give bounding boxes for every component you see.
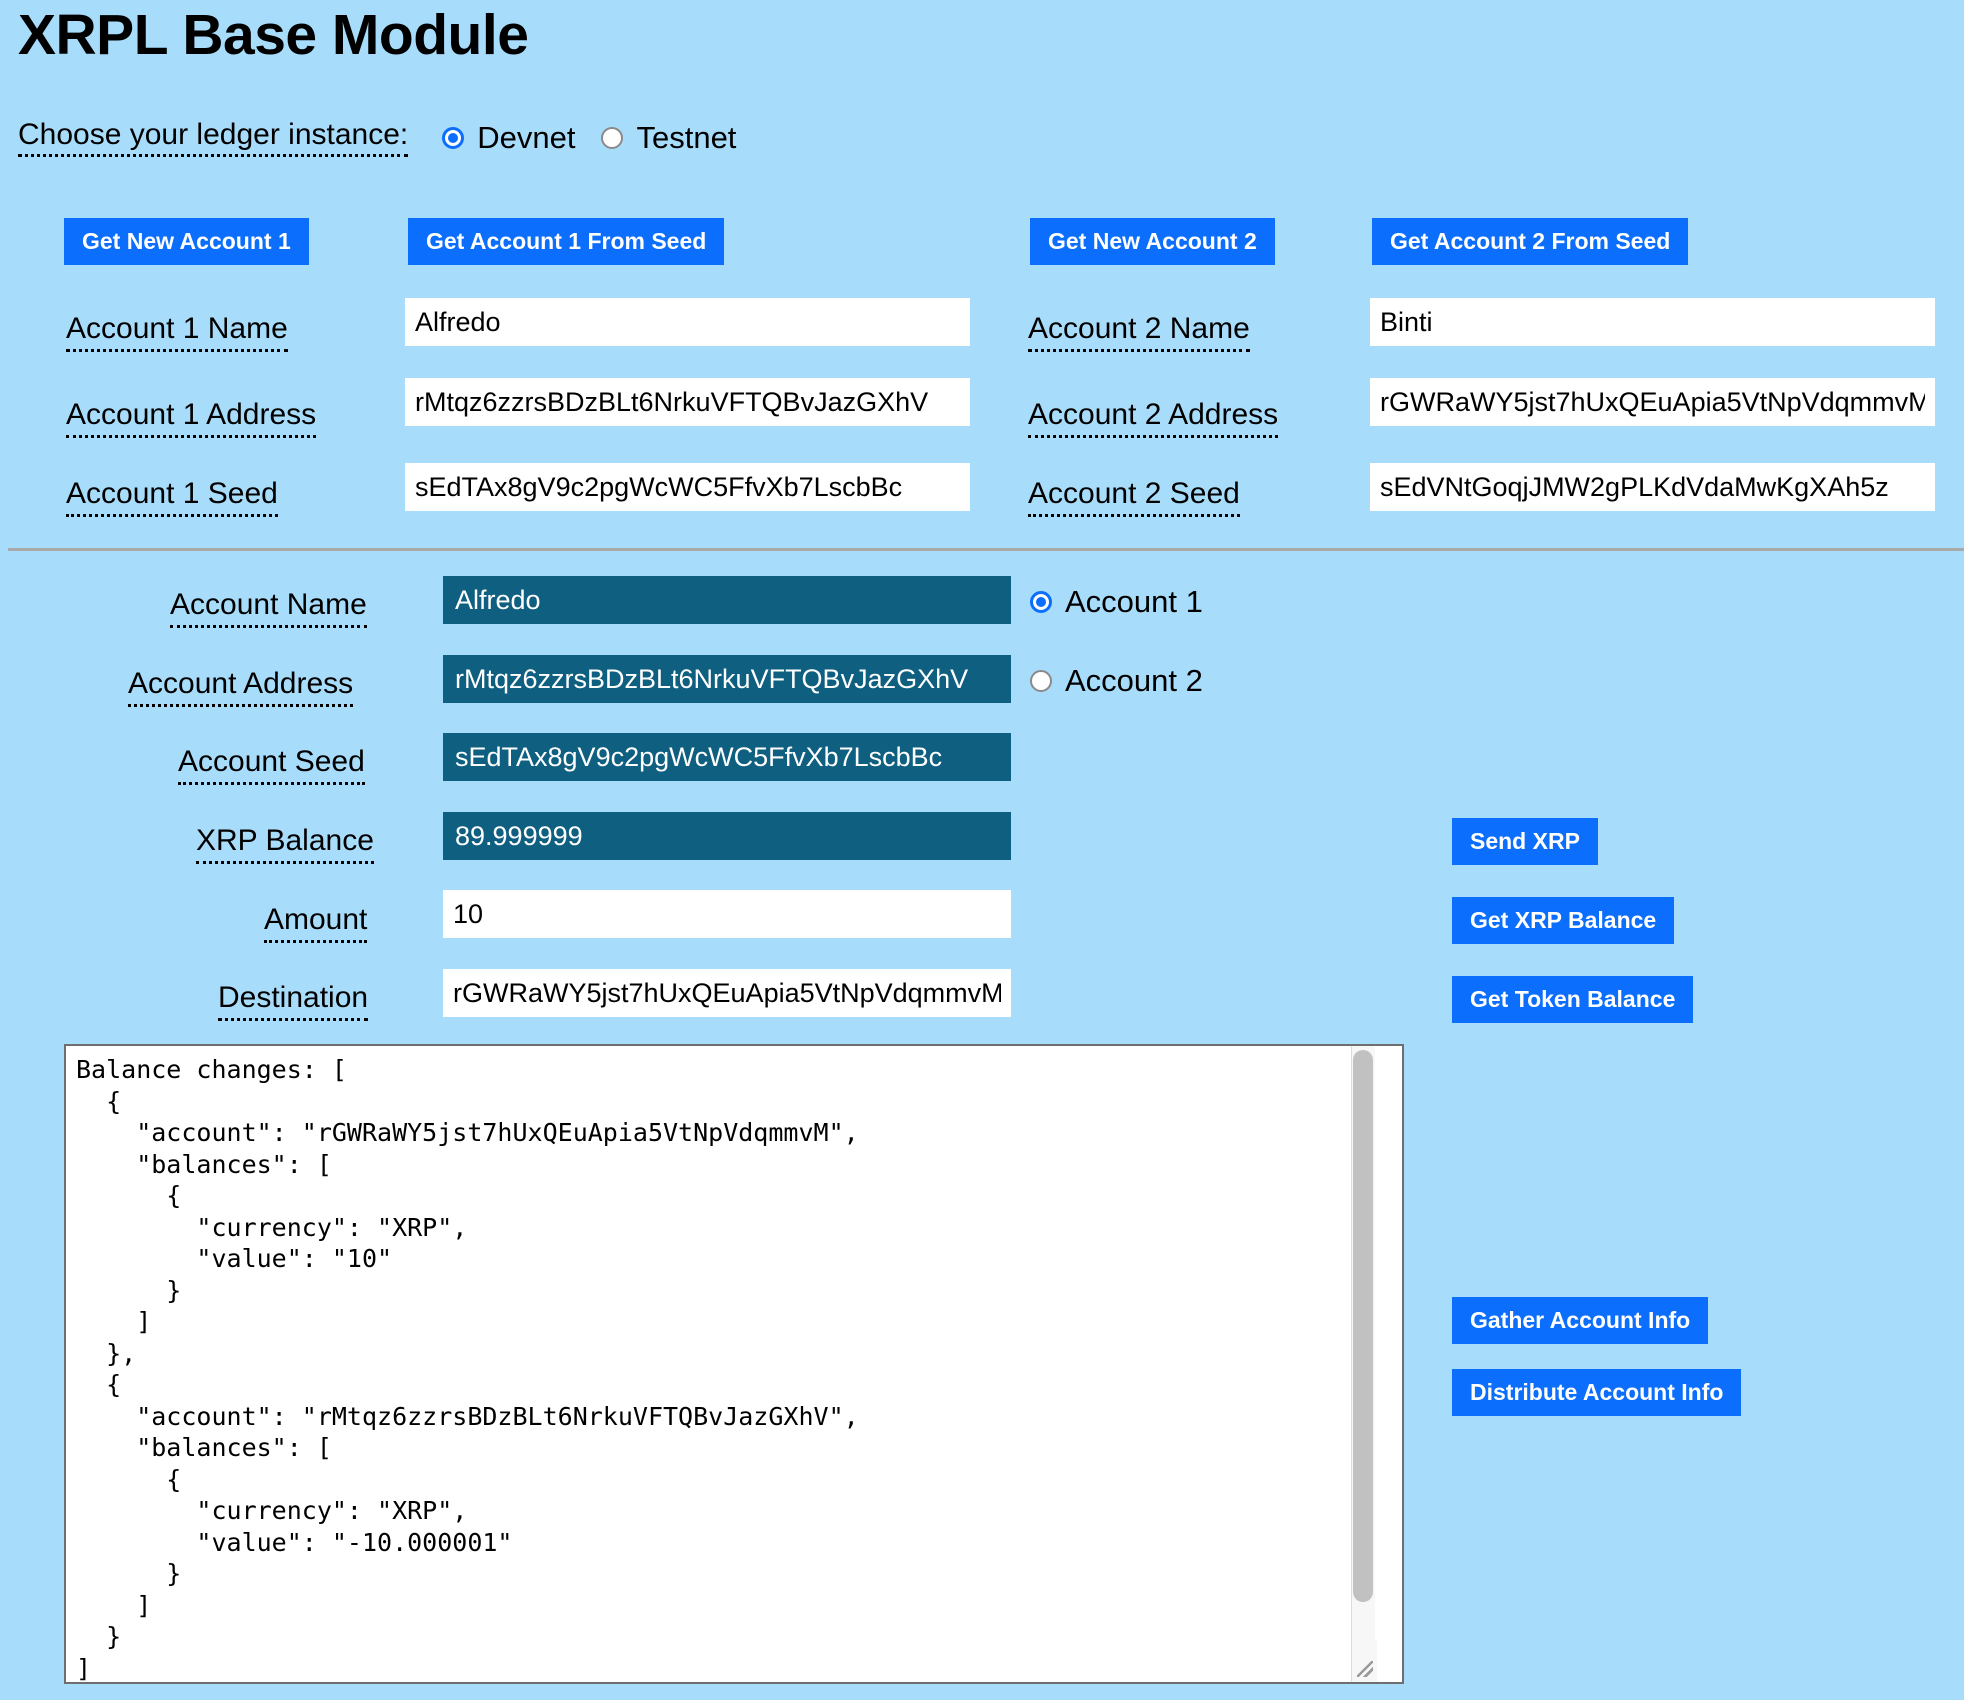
page-title: XRPL Base Module xyxy=(18,3,529,67)
destination-input[interactable] xyxy=(443,969,1011,1017)
radio-account-1[interactable]: Account 1 xyxy=(1030,584,1203,620)
get-new-account-2-button[interactable]: Get New Account 2 xyxy=(1030,218,1275,265)
get-account-2-from-seed-button[interactable]: Get Account 2 From Seed xyxy=(1372,218,1689,265)
account-2-address-label: Account 2 Address xyxy=(1028,398,1279,438)
radio-devnet-icon[interactable] xyxy=(442,126,465,149)
get-token-balance-button[interactable]: Get Token Balance xyxy=(1452,976,1694,1023)
get-new-account-1-button[interactable]: Get New Account 1 xyxy=(64,218,309,265)
xrp-balance-field[interactable] xyxy=(443,812,1011,860)
account-name-field[interactable] xyxy=(443,576,1011,624)
account-seed-label: Account Seed xyxy=(178,745,365,785)
get-xrp-balance-button[interactable]: Get XRP Balance xyxy=(1452,897,1675,944)
results-scrollbar-thumb[interactable] xyxy=(1353,1050,1373,1602)
send-xrp-button[interactable]: Send XRP xyxy=(1452,818,1598,865)
radio-account-2-icon[interactable] xyxy=(1030,670,1052,692)
ledger-instance-chooser: Choose your ledger instance: Devnet Test… xyxy=(18,118,762,157)
account-1-seed-input[interactable] xyxy=(405,463,970,511)
gather-account-info-button[interactable]: Gather Account Info xyxy=(1452,1297,1709,1344)
account-name-label: Account Name xyxy=(170,588,367,628)
radio-testnet-icon[interactable] xyxy=(601,126,624,149)
account-1-address-input[interactable] xyxy=(405,378,970,426)
xrp-balance-label: XRP Balance xyxy=(196,824,374,864)
get-account-1-from-seed-button[interactable]: Get Account 1 From Seed xyxy=(408,218,725,265)
destination-label: Destination xyxy=(218,981,369,1021)
account-address-label: Account Address xyxy=(128,667,354,707)
radio-account-2-label: Account 2 xyxy=(1065,663,1203,698)
amount-label: Amount xyxy=(264,903,368,943)
radio-devnet-label: Devnet xyxy=(477,119,576,155)
account-2-name-label: Account 2 Name xyxy=(1028,312,1250,352)
account-seed-field[interactable] xyxy=(443,733,1011,781)
account-2-seed-input[interactable] xyxy=(1370,463,1935,511)
radio-account-1-icon[interactable] xyxy=(1030,591,1052,613)
distribute-account-info-button[interactable]: Distribute Account Info xyxy=(1452,1369,1742,1416)
radio-testnet-label: Testnet xyxy=(636,119,737,155)
account-1-seed-label: Account 1 Seed xyxy=(66,477,278,517)
account-2-seed-label: Account 2 Seed xyxy=(1028,477,1240,517)
account-2-name-input[interactable] xyxy=(1370,298,1935,346)
results-textarea[interactable]: Balance changes: [ { "account": "rGWRaWY… xyxy=(64,1044,1404,1684)
radio-testnet[interactable]: Testnet xyxy=(601,120,736,156)
account-1-address-label: Account 1 Address xyxy=(66,398,317,438)
radio-account-1-label: Account 1 xyxy=(1065,584,1203,619)
account-address-field[interactable] xyxy=(443,655,1011,703)
amount-input[interactable] xyxy=(443,890,1011,938)
section-divider xyxy=(8,548,1964,551)
ledger-instance-label: Choose your ledger instance: xyxy=(18,118,409,157)
radio-devnet[interactable]: Devnet xyxy=(442,120,575,156)
account-2-address-input[interactable] xyxy=(1370,378,1935,426)
account-1-name-label: Account 1 Name xyxy=(66,312,288,352)
account-1-name-input[interactable] xyxy=(405,298,970,346)
radio-account-2[interactable]: Account 2 xyxy=(1030,663,1203,699)
results-resize-handle[interactable] xyxy=(1351,1640,1377,1682)
